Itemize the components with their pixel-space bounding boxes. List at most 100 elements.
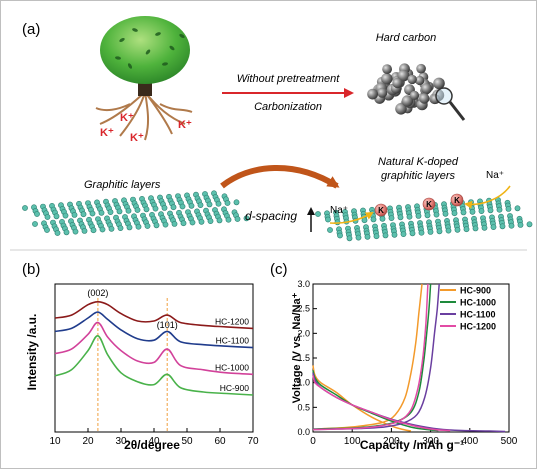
graphene-atom: [32, 221, 38, 227]
y-axis-label: Voltage /V vs. Na/Na⁺: [291, 292, 303, 403]
peak-label: (002): [87, 288, 108, 298]
x-tick-label: 70: [247, 436, 259, 447]
legend-label: HC-1000: [460, 298, 496, 308]
carbon-ball: [433, 77, 445, 90]
graphene-atom: [90, 227, 97, 234]
graphene-atom: [406, 213, 413, 220]
panel-b-label: (b): [22, 261, 40, 278]
y-tick-label: 2.5: [297, 304, 310, 314]
graphene-atom: [487, 207, 494, 214]
graphene-atom: [472, 225, 479, 232]
graphene-atom: [188, 202, 195, 209]
graphene-atom: [346, 235, 353, 242]
graphitic-layers-label: Graphitic layers: [84, 179, 161, 191]
graphene-atom: [391, 231, 398, 238]
graphene-atom: [436, 228, 443, 235]
graphene-atom: [508, 222, 515, 229]
y-tick-label: 0.0: [297, 427, 310, 437]
graphene-atom: [206, 201, 213, 208]
graphene-atom: [54, 230, 61, 236]
graphene-atom: [409, 230, 416, 237]
graphene-atom: [517, 221, 524, 228]
graphene-atom: [207, 218, 214, 224]
x-tick-label: 500: [501, 436, 518, 447]
graphene-atom: [526, 221, 533, 228]
graphene-atom: [373, 233, 380, 240]
carbon-ball: [392, 77, 403, 89]
graphene-atom: [469, 208, 476, 215]
graphene-atom: [225, 216, 232, 223]
graphene-atom: [98, 209, 105, 216]
graphene-atom: [451, 210, 458, 217]
carbon-ball: [407, 74, 417, 85]
graphene-atom: [224, 200, 231, 206]
series-line: [312, 375, 451, 432]
graphene-atom: [81, 227, 88, 234]
panel-a: (a) K⁺ K⁺ K⁺ K⁺ Without pretreatm: [22, 16, 533, 242]
graphene-atom: [180, 220, 187, 227]
na-ion-label: Na⁺: [330, 205, 348, 216]
graphene-atom: [22, 205, 28, 211]
x-tick-label: 200: [383, 436, 400, 447]
graphene-atom: [89, 210, 96, 217]
k-ball-label: K: [426, 200, 432, 209]
arrow-top-label: Without pretreatment: [237, 73, 341, 85]
graphene-atom: [153, 222, 160, 229]
hard-carbon-cluster: [367, 63, 445, 115]
graphene-atom: [496, 206, 503, 213]
series-line: [312, 283, 423, 431]
graphene-atom: [134, 207, 141, 213]
graphene-atom: [355, 234, 362, 241]
graphene-atom: [198, 218, 205, 225]
carbon-ball: [381, 73, 393, 85]
x-tick-label: 100: [344, 436, 361, 447]
carbon-ball: [415, 75, 425, 86]
graphene-atom: [71, 211, 78, 218]
k-ion-label: K⁺: [130, 132, 144, 144]
graphene-atom: [370, 216, 377, 223]
series-line: [54, 311, 254, 349]
graphene-atom: [427, 228, 434, 235]
carbon-ball: [421, 83, 432, 94]
graphene-atom: [116, 208, 123, 215]
na-ion-label: Na⁺: [486, 170, 504, 181]
graphene-atom: [135, 223, 142, 230]
y-tick-label: 2.0: [297, 328, 310, 338]
graphene-atom: [478, 208, 485, 214]
carbon-ball: [397, 69, 410, 82]
natural-k-label-2: graphitic layers: [381, 170, 455, 182]
panel-c-label: (c): [270, 261, 288, 278]
graphene-atom: [233, 199, 240, 206]
graphene-atom: [445, 227, 452, 234]
graphene-atom: [397, 214, 404, 221]
x-tick-label: 400: [461, 436, 478, 447]
peak-label: (101): [157, 320, 178, 330]
carbon-ball: [409, 90, 420, 100]
graphene-atom: [481, 224, 488, 231]
x-tick-label: 40: [148, 436, 160, 447]
na-arrow-right: [464, 185, 511, 209]
graphene-atom: [62, 212, 69, 219]
y-tick-label: 0.5: [297, 402, 310, 412]
x-tick-label: 60: [214, 436, 226, 447]
arrow-bottom-label: Carbonization: [254, 101, 322, 113]
graphene-atom: [400, 231, 407, 237]
graphene-atom: [171, 220, 178, 227]
graphene-atom: [514, 205, 521, 212]
graphene-atom: [80, 211, 87, 218]
series-line: [54, 300, 254, 330]
graphene-atom: [424, 212, 431, 219]
graphene-atom: [44, 227, 50, 233]
x-axis-label: Capacity /mAh g⁻¹: [360, 438, 464, 452]
x-tick-label: 30: [115, 436, 127, 447]
d-spacing-label: d-spacing: [245, 209, 297, 223]
x-tick-label: 0: [310, 436, 316, 447]
carbon-ball: [416, 63, 426, 74]
carbon-ball: [377, 87, 388, 98]
magnifier-icon: [435, 87, 466, 121]
graphene-atom: [243, 215, 250, 222]
